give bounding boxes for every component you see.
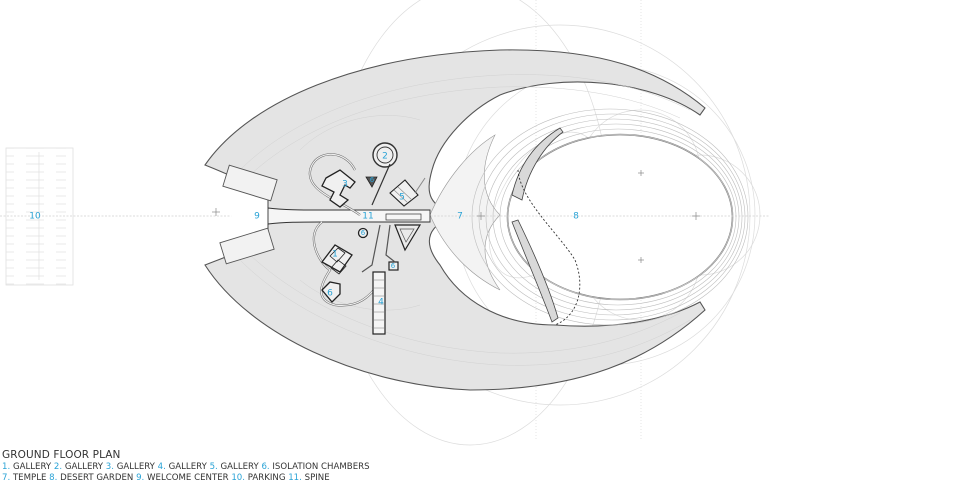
legend-number: 5. bbox=[209, 462, 221, 472]
label-gallery-5: 5 bbox=[399, 193, 405, 203]
legend-item-label: GALLERY bbox=[220, 462, 262, 472]
parking-lot bbox=[5, 147, 74, 286]
label-gallery-2: 2 bbox=[382, 152, 388, 162]
plan-labels: 10 9 11 7 8 1 2 3 4 5 6 6 6 6 bbox=[29, 152, 579, 308]
label-isolation-a: 6 bbox=[370, 176, 375, 184]
legend-item-label: ISOLATION CHAMBERS bbox=[272, 462, 370, 472]
temple-structure bbox=[385, 213, 422, 252]
legend-line-2: 7. TEMPLE 8. DESERT GARDEN 9. WELCOME CE… bbox=[2, 473, 370, 484]
welcome-center-block-bottom bbox=[219, 227, 275, 265]
legend-number: 2. bbox=[53, 462, 65, 472]
legend-item-label: GALLERY bbox=[12, 462, 54, 472]
gallery-2 bbox=[371, 142, 398, 206]
gallery-3 bbox=[321, 169, 356, 208]
isolation-chamber-d bbox=[388, 261, 399, 271]
ground-outer-shell bbox=[204, 49, 706, 391]
welcome-center-block-top bbox=[222, 164, 278, 202]
legend-number: 10. bbox=[231, 472, 248, 483]
legend-item-label: GALLERY bbox=[116, 462, 158, 472]
garden-dashed-edge bbox=[517, 169, 581, 326]
label-temple: 7 bbox=[457, 212, 463, 222]
gallery-5 bbox=[389, 177, 426, 207]
label-gallery-3: 3 bbox=[342, 180, 348, 190]
legend-item-label: GALLERY bbox=[64, 462, 106, 472]
garden-crescent-wall bbox=[511, 127, 564, 201]
legend-number: 7. bbox=[2, 472, 13, 483]
site-ground bbox=[204, 49, 706, 391]
legend-line-1: 1. GALLERY 2. GALLERY 3. GALLERY 4. GALL… bbox=[2, 462, 370, 473]
label-gallery-4: 4 bbox=[378, 298, 384, 308]
gallery-4 bbox=[372, 271, 386, 335]
legend-number: 8. bbox=[49, 472, 61, 483]
legend-item-label: TEMPLE bbox=[12, 472, 50, 483]
legend-number: 4. bbox=[157, 462, 169, 472]
label-parking: 10 bbox=[29, 212, 41, 222]
isolation-chamber-b bbox=[357, 227, 369, 239]
plan-caption: GROUND FLOOR PLAN 1. GALLERY 2. GALLERY … bbox=[2, 449, 370, 483]
legend-item-label: PARKING bbox=[247, 472, 289, 483]
legend-item-label: SPINE bbox=[304, 472, 330, 483]
legend-item-label: GALLERY bbox=[168, 462, 210, 472]
legend-number: 1. bbox=[2, 462, 13, 472]
gallery-1 bbox=[321, 244, 353, 275]
label-isolation-d: 6 bbox=[391, 262, 396, 270]
isolation-chamber-c bbox=[321, 281, 341, 303]
label-welcome-center: 9 bbox=[254, 212, 260, 222]
label-isolation-b: 6 bbox=[361, 229, 366, 237]
label-isolation-c: 6 bbox=[327, 289, 333, 299]
label-spine: 11 bbox=[362, 212, 373, 222]
legend-number: 11. bbox=[288, 472, 305, 483]
legend-item-label: DESERT GARDEN bbox=[60, 472, 137, 483]
axis-crosshairs bbox=[212, 170, 700, 263]
plan-title: GROUND FLOOR PLAN bbox=[2, 449, 121, 461]
garden-blade-wall bbox=[511, 219, 559, 323]
gallery-4-path bbox=[361, 224, 381, 273]
legend-item-label: WELCOME CENTER bbox=[147, 472, 232, 483]
label-gallery-1: 1 bbox=[332, 250, 338, 260]
desert-garden-open bbox=[507, 134, 733, 300]
legend-number: 6. bbox=[261, 462, 273, 472]
isolation-chamber-a bbox=[365, 176, 378, 188]
legend-number: 3. bbox=[105, 462, 117, 472]
label-desert-garden: 8 bbox=[573, 212, 579, 222]
legend-number: 9. bbox=[136, 472, 148, 483]
welcome-center-cut bbox=[205, 175, 300, 258]
desert-garden-rings bbox=[471, 108, 749, 326]
